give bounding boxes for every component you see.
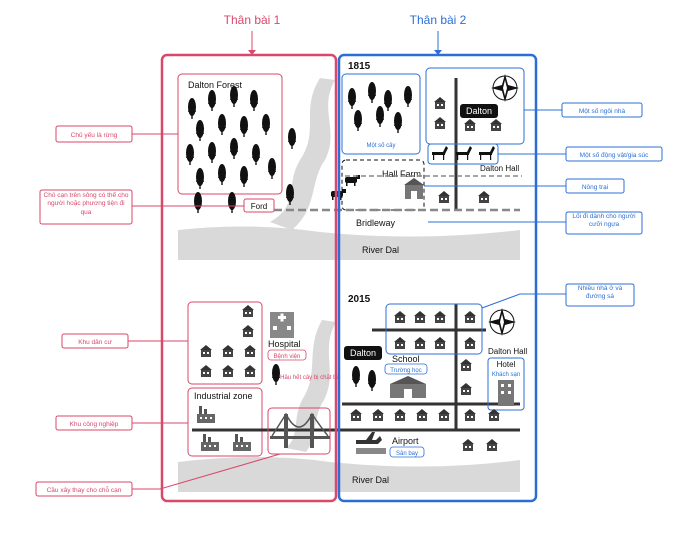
map-2015: River Dal 2015 Hospital Bệnh viện Hầu hế… [178,294,527,492]
airplane-icon [356,432,382,444]
many-houses-box [385,303,483,355]
body1-frame [160,53,338,503]
left-callouts: Chủ yếu là rừng Chỗ cạn trên sông có thể… [35,125,281,497]
year-1815: 1815 [348,61,371,72]
bridge-icon [270,412,330,448]
trees-cut-note: Hầu hết cây bị chặt bỏ [280,374,340,381]
callout-bridleway: Lối đi dành cho người cưỡi ngựa [572,213,636,229]
hospital-vi: Bệnh viện [274,354,301,360]
header-left: Thân bài 1 [224,13,281,27]
forest-label: Dalton Forest [188,80,243,90]
hall-farm-label: Hall Farm [382,169,421,179]
callout-many-houses: Nhiều nhà ở và đường sá [577,285,623,301]
callout-houses: Một số ngôi nhà [579,106,626,115]
factory-icon [197,406,215,423]
airport-label: Airport [392,436,419,446]
school-icon [390,376,426,398]
ford-label: Ford [251,202,267,211]
industrial-label: Industrial zone [194,391,253,401]
dalton-tag-2015 [344,346,382,360]
horse-icon [456,146,472,160]
dalton-hall-2015: Dalton Hall [488,347,527,356]
river-branch-2015 [286,320,336,452]
svg-text:Dalton: Dalton [466,106,492,116]
svg-text:Dalton: Dalton [350,348,376,358]
year-2015: 2015 [348,294,371,305]
hotel-icon [498,380,514,406]
body2-frame [337,53,538,503]
bridge-box [267,407,331,455]
map-1815: River Dal 1815 Dalton Forest Một số cây … [177,61,525,260]
airport-vi: Sân bay [396,451,418,457]
hospital-label: Hospital [268,339,301,349]
factory-icon [201,434,219,451]
callout-animals: Một số động vật/gia súc [580,150,649,159]
river-label-1815: River Dal [362,245,399,255]
compass-icon [487,307,517,337]
residential-box [187,301,263,385]
dalton-tag-1815 [460,104,498,118]
school-label: School [392,354,420,364]
some-trees-box [341,73,421,155]
callout-forest: Chủ yếu là rừng [71,130,118,139]
horse-icon [479,146,495,160]
right-callouts: Một số ngôi nhà Một số động vật/gia súc … [424,102,663,309]
hotel-box [487,357,525,411]
river-1815 [178,226,520,260]
callout-bridge: Cầu xây thay cho chỗ cạn [47,485,122,494]
hotel-label: Hotel [497,360,516,369]
callout-residential: Khu dân cư [78,339,112,346]
industrial-box [187,387,263,457]
callout-farm: Nông trại [582,184,608,191]
dalton-hall-1815: Dalton Hall [480,164,519,173]
horse-icon [432,146,448,160]
some-trees-note: Một số cây [366,143,395,149]
barn-icon [404,178,424,199]
hotel-vi: Khách sạn [492,372,520,378]
river-label-2015: River Dal [352,475,389,485]
river-branch-1815 [270,78,335,230]
factory-icon [233,434,251,451]
header-right: Thân bài 2 [410,13,467,27]
callout-industrial: Khu công nghiệp [70,421,119,428]
some-trees [348,82,412,133]
callout-ford: Chỗ cạn trên sông có thể cho người hoặc … [43,192,129,216]
school-vi: Trường học [390,368,421,374]
compass-icon [490,73,520,103]
hospital-icon [270,312,294,338]
river-2015 [178,457,520,492]
bridleway-label: Bridleway [356,218,396,228]
